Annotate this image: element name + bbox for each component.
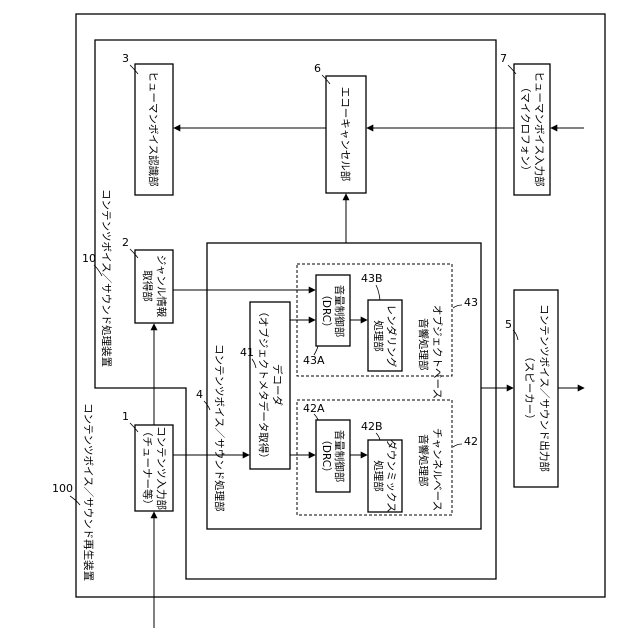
voice-recognition-3-text: ヒューマンボイス認識部	[147, 71, 160, 186]
ref-43b-text: 43B	[361, 272, 383, 285]
drc-43a-line1: 音量制御部	[333, 285, 346, 338]
genre-acquisition-2-line2: 取得部	[141, 270, 154, 302]
rendering-43b-line2: 処理部	[372, 320, 385, 352]
downmix-42b-line2: 処理部	[372, 460, 385, 492]
object-based-43-line1: オブジェクトベース	[431, 305, 444, 399]
ref-3-text: 3	[122, 52, 129, 65]
channel-based-42-line2: 音響処理部	[417, 434, 430, 487]
drc-43a-line2: （DRC）	[320, 289, 332, 332]
content-input-1-line2: （チューナー等）	[141, 426, 154, 510]
ref-2-text: 2	[122, 236, 129, 249]
processing-4-label: コンテンツボイス／サウンド処理部	[213, 344, 226, 512]
ref-6-text: 6	[314, 62, 321, 75]
downmix-42b-line1: ダウンミックス	[385, 439, 398, 512]
device-10-label: コンテンツボイス／サウンド処理装置	[100, 189, 113, 367]
device-10-text: コンテンツボイス／サウンド処理装置	[100, 189, 113, 367]
content-input-1-line1: コンテンツ入力部	[155, 426, 168, 510]
decoder-41-line2: （オブジェクトメタデータ取得）	[257, 306, 270, 464]
drc-42a-line2: （DRC）	[320, 434, 332, 477]
device-100-text: コンテンツボイス／サウンド再生装置	[82, 403, 95, 581]
ref-42-text: 42	[464, 435, 478, 448]
ref-6: 6	[314, 62, 330, 84]
sound-output-5-box	[514, 290, 558, 487]
ref-7-text: 7	[500, 52, 507, 65]
ref-41-text: 41	[240, 346, 254, 359]
channel-based-42-line1: チャンネルベース	[431, 428, 443, 511]
ref-4-text: 4	[196, 388, 203, 401]
rendering-43b-line1: レンダリング	[385, 305, 398, 368]
voice-input-7-line2: （マイクロフォン）	[519, 82, 531, 176]
device-100-label: コンテンツボイス／サウンド再生装置	[82, 403, 95, 581]
ref-42a-text: 42A	[303, 402, 325, 415]
decoder-41-line1: デコーダ	[271, 364, 284, 406]
ref-1-text: 1	[122, 410, 129, 423]
voice-input-7-line1: ヒューマンボイス入力部	[533, 71, 546, 186]
ref-3: 3	[122, 52, 138, 74]
decoder-41-box	[250, 302, 290, 469]
processing-4-text: コンテンツボイス／サウンド処理部	[213, 344, 226, 512]
drc-42a-line1: 音量制御部	[333, 430, 346, 483]
echo-cancel-6-text: エコーキャンセル部	[339, 87, 352, 182]
ref-10-text: 10	[82, 252, 96, 265]
ref-100-leader	[70, 496, 80, 505]
ref-42b-text: 42B	[361, 420, 383, 433]
ref-43a-text: 43A	[303, 354, 325, 367]
ref-1: 1	[122, 410, 138, 432]
sound-output-5-line1: コンテンツボイス／サウンド出力部	[538, 304, 551, 472]
sound-output-5-line2: （スピーカー）	[523, 351, 535, 425]
ref-2: 2	[122, 236, 138, 258]
ref-10: 10	[82, 252, 102, 276]
ref-43-text: 43	[464, 296, 478, 309]
genre-acquisition-2-line1: ジャンル情報	[155, 255, 168, 318]
ref-7: 7	[500, 52, 516, 74]
echo-cancel-6-label: エコーキャンセル部	[339, 87, 352, 182]
ref-100-text: 100	[52, 482, 73, 495]
ref-5-text: 5	[505, 318, 512, 331]
object-based-43-line2: 音響処理部	[417, 318, 430, 371]
voice-recognition-3-label: ヒューマンボイス認識部	[147, 71, 160, 186]
